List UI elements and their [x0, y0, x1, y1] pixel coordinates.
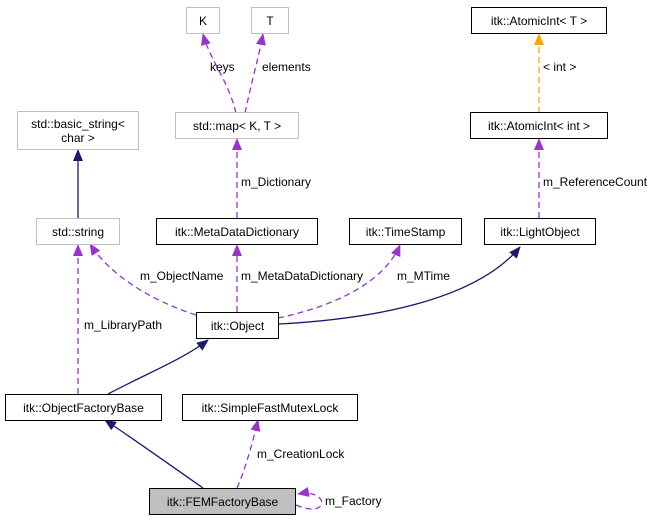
edge-object-inherit [278, 246, 521, 325]
node-metadata-dictionary: itk::MetaDataDictionary [156, 218, 318, 245]
node-std-map: std::map< K, T > [175, 112, 299, 139]
edge-elements [244, 33, 266, 114]
label-factory: m_Factory [325, 494, 382, 508]
node-timestamp: itk::TimeStamp [349, 218, 462, 245]
node-atomic-int-t: itk::AtomicInt< T > [471, 7, 607, 34]
node-light-object: itk::LightObject [484, 218, 596, 245]
edge-fem-inherit [104, 419, 204, 489]
node-object: itk::Object [196, 312, 279, 339]
label-elements: elements [262, 60, 311, 74]
label-reference-count: m_ReferenceCount [543, 175, 648, 189]
edge-object-name [89, 243, 197, 316]
edge-mtime [277, 244, 401, 319]
label-object-name: m_ObjectName [140, 269, 224, 283]
edge-factory-self [295, 487, 323, 510]
label-creation-lock: m_CreationLock [257, 447, 345, 461]
edge-creation-lock [236, 419, 261, 489]
node-basic-string: std::basic_string< char > [17, 111, 139, 150]
edge-keys [201, 33, 237, 114]
node-atomic-int-int: itk::AtomicInt< int > [470, 112, 608, 139]
node-object-factory-base: itk::ObjectFactoryBase [5, 394, 162, 421]
label-dictionary: m_Dictionary [241, 175, 312, 189]
node-k: K [186, 7, 220, 34]
node-mutex-lock: itk::SimpleFastMutexLock [182, 394, 358, 421]
label-library-path: m_LibraryPath [84, 318, 163, 332]
node-std-string: std::string [36, 218, 120, 245]
label-int-param: < int > [543, 60, 577, 74]
label-metadata-dictionary: m_MetaDataDictionary [241, 269, 364, 283]
edge-factory-base-inherit [107, 339, 209, 395]
node-t: T [251, 7, 289, 34]
label-mtime: m_MTime [397, 269, 450, 283]
label-keys: keys [210, 60, 235, 74]
node-fem-factory-base: itk::FEMFactoryBase [149, 488, 296, 515]
